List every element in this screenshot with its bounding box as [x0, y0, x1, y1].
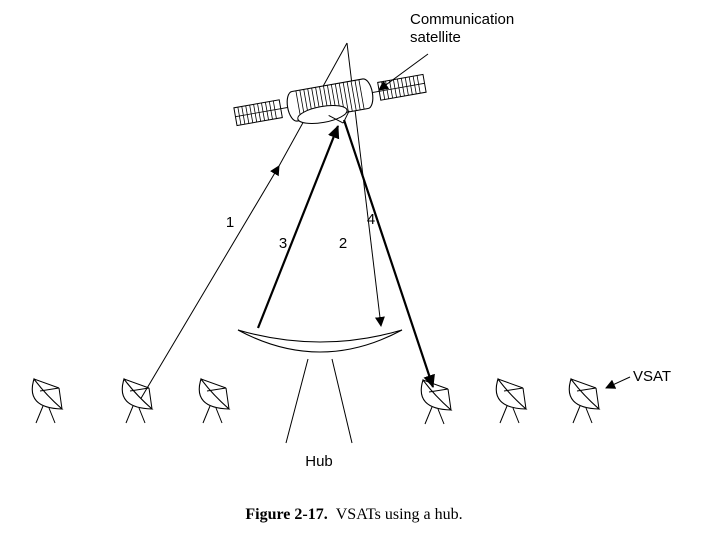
satellite-callout-arrow [378, 53, 429, 91]
vsat-hub-diagram: Hub 1 2 3 4 Communication satellite VSAT [31, 11, 671, 470]
satellite-label-line1: Communication [410, 11, 514, 28]
path-4-label: 4 [367, 211, 375, 228]
figure-caption: Figure 2-17. VSATs using a hub. [0, 506, 708, 524]
hub-station: Hub [237, 329, 403, 470]
communication-satellite [233, 73, 427, 127]
path-2-label: 2 [339, 235, 347, 252]
vsat-dish [495, 378, 527, 424]
hub-legs [285, 358, 353, 444]
hub-dish [237, 329, 403, 353]
vsat-dish [31, 378, 63, 424]
satellite-label-line2: satellite [410, 29, 461, 46]
vsat-dish [568, 378, 600, 424]
vsat-dish [420, 379, 452, 425]
path-3-label: 3 [279, 235, 287, 252]
vsat-dish [121, 378, 153, 424]
vsat-label: VSAT [633, 368, 671, 385]
figure-caption-text: VSATs using a hub. [335, 506, 463, 523]
path-1-label: 1 [226, 214, 234, 231]
vsat-dish [198, 378, 230, 424]
hub-label: Hub [305, 453, 333, 470]
vsat-callout: VSAT [605, 368, 671, 389]
figure-number: Figure 2-17. [245, 506, 328, 523]
panel-right-boom [365, 90, 380, 95]
solar-panel-left-grid [235, 100, 281, 125]
vsat-callout-arrow [605, 376, 631, 389]
satellite-callout: Communication satellite [378, 11, 514, 91]
path-3-line [256, 125, 340, 329]
path-1-line [139, 165, 280, 401]
path-4-line [342, 119, 435, 388]
satellite-body-hatch [295, 79, 365, 121]
